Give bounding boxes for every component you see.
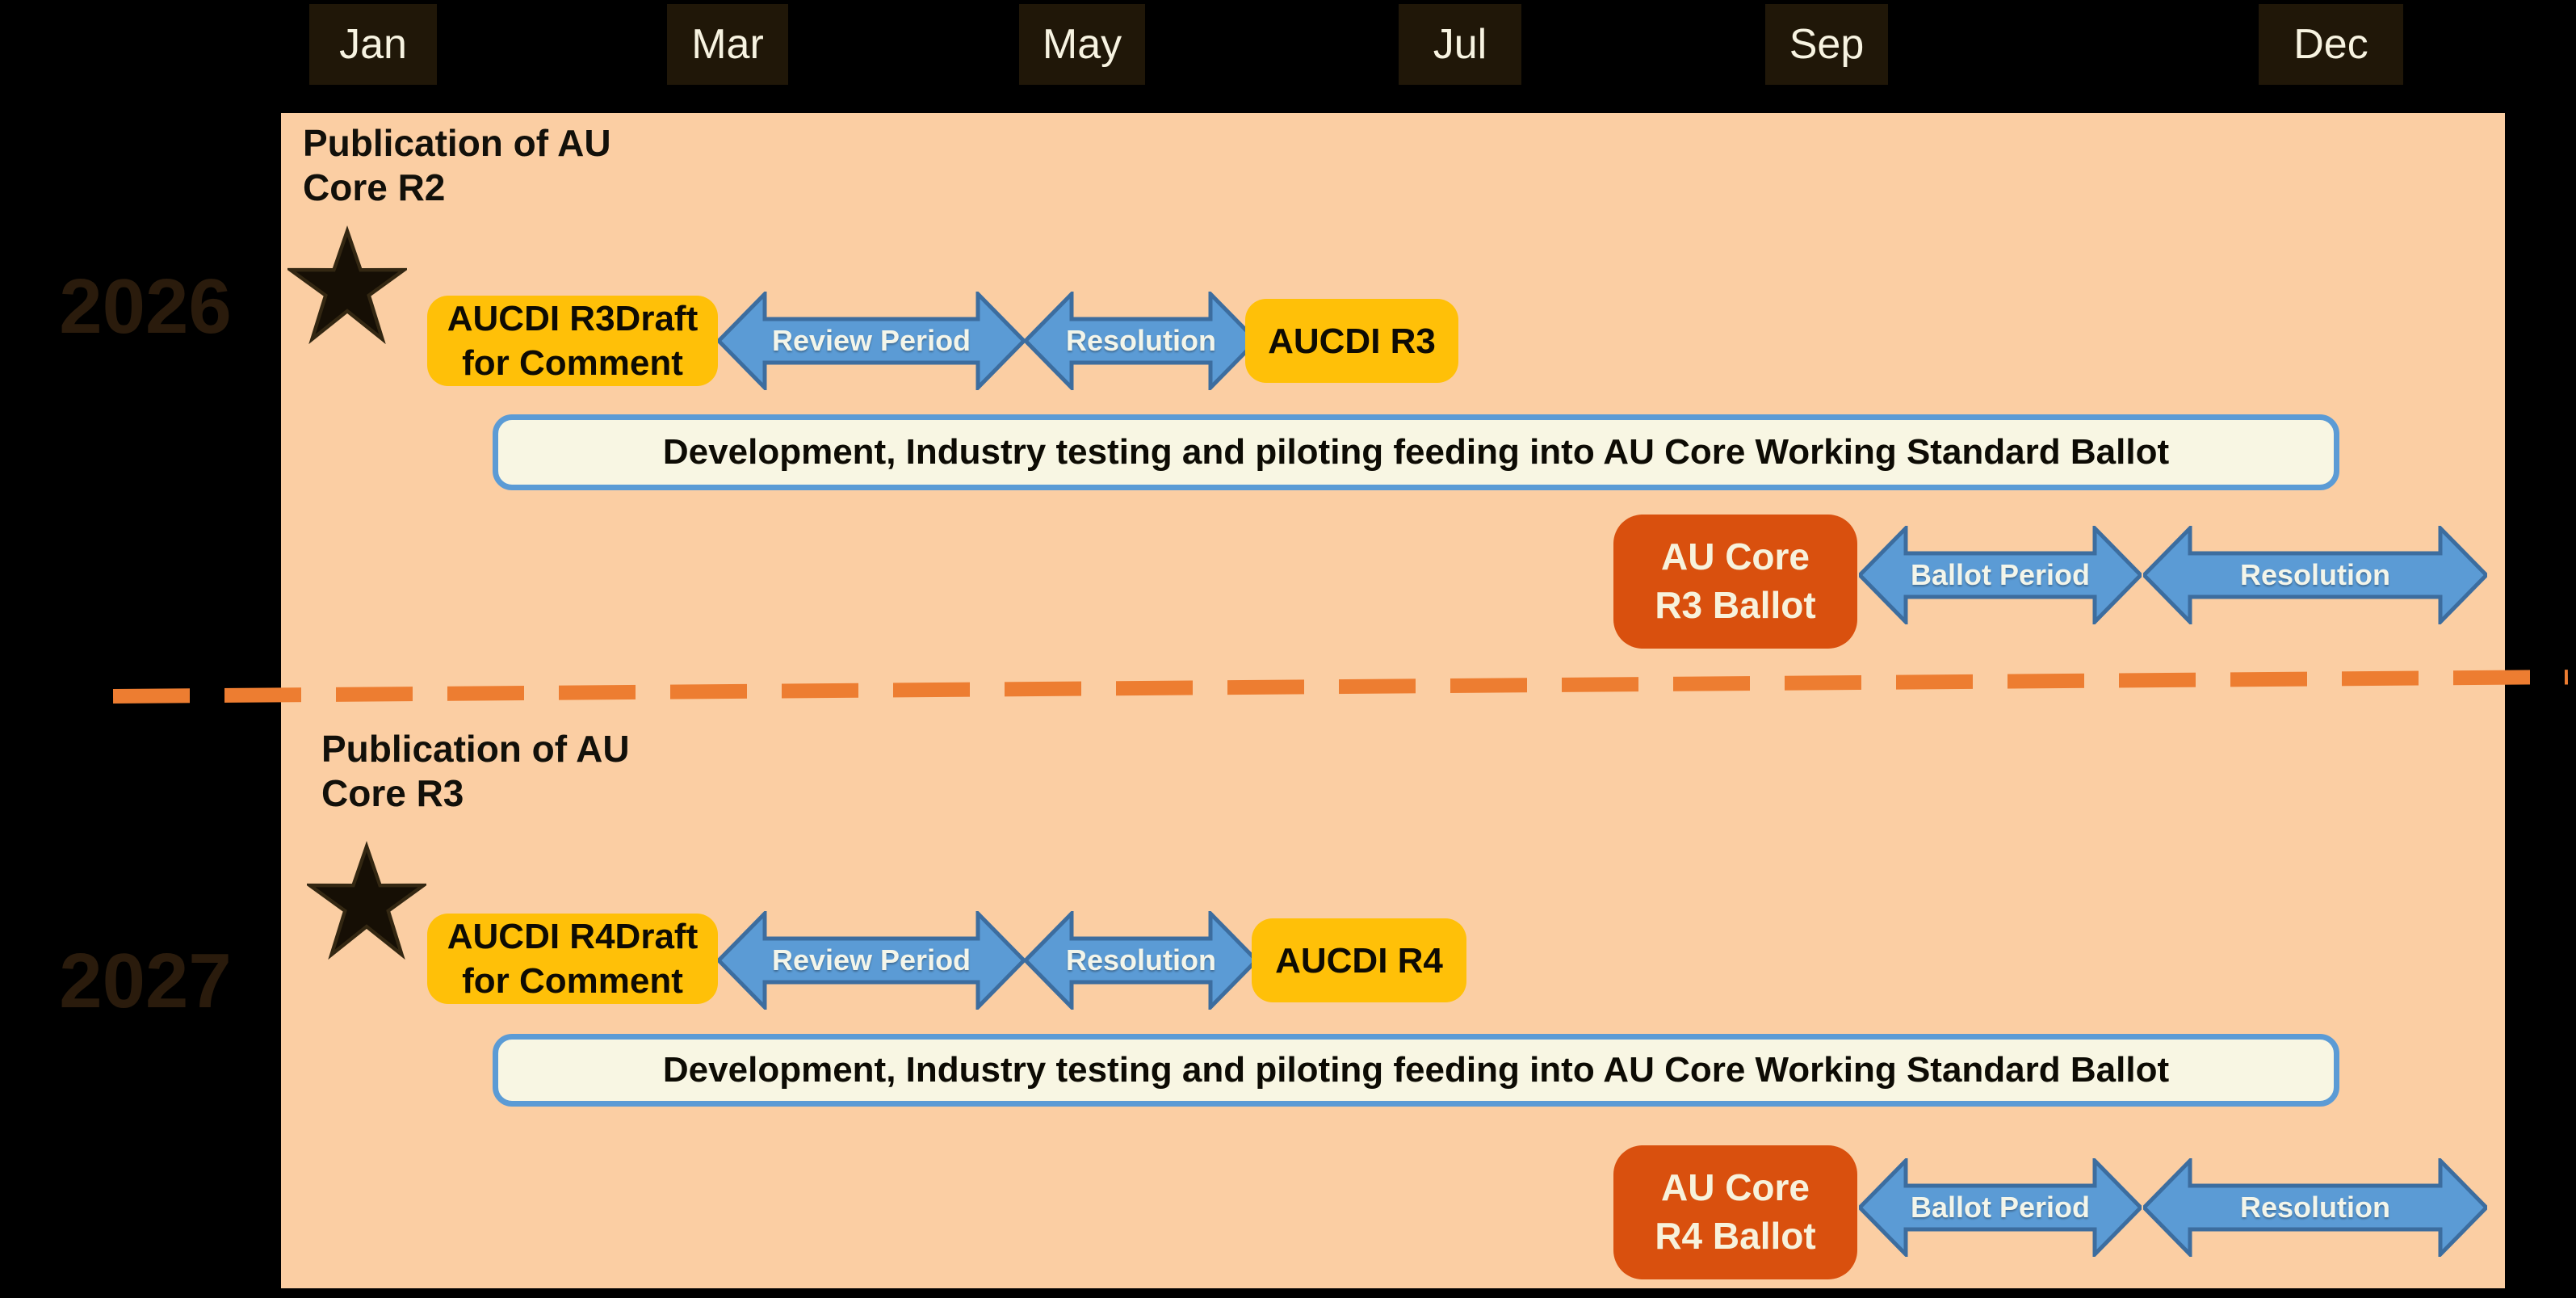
milestone-star-icon (287, 225, 407, 345)
draft-box-line1: AUCDI R3Draft (447, 299, 699, 338)
aucdi-r3-draft-box: AUCDI R3Draft for Comment (427, 296, 718, 386)
year-label-2027: 2027 (59, 938, 232, 1024)
ballot-box-line2: R4 Ballot (1655, 1215, 1816, 1257)
month-label-may: May (1019, 4, 1145, 85)
draft-box-line2: for Comment (462, 343, 683, 383)
double-arrow-icon (1859, 1158, 2142, 1257)
review-period-arrow-2027: Review Period (718, 911, 1025, 1010)
release-box-label: AUCDI R3 (1268, 321, 1436, 361)
arrow-label: Resolution (2240, 558, 2390, 591)
development-bar-2027: Development, Industry testing and piloti… (493, 1034, 2339, 1107)
aucdi-r4-box: AUCDI R4 (1252, 918, 1466, 1002)
publication-line1: Publication of AU (303, 122, 611, 164)
arrow-label: Resolution (1066, 324, 1216, 357)
aucdi-r4-draft-box: AUCDI R4Draft for Comment (427, 914, 718, 1004)
publication-milestone-2027: Publication of AU Core R3 (321, 727, 693, 816)
month-text: Dec (2293, 21, 2368, 68)
au-core-r4-ballot-box: AU Core R4 Ballot (1613, 1145, 1857, 1279)
arrow-label: Resolution (2240, 1191, 2390, 1224)
month-label-jul: Jul (1399, 4, 1521, 85)
resolution-arrow-2027: Resolution (1025, 911, 1257, 1010)
double-arrow-icon (2143, 1158, 2487, 1257)
release-box-label: AUCDI R4 (1275, 940, 1443, 981)
arrow-label: Ballot Period (1910, 1191, 2091, 1224)
month-label-mar: Mar (667, 4, 788, 85)
publication-line2: Core R2 (303, 166, 446, 209)
aucdi-r3-box: AUCDI R3 (1245, 299, 1458, 383)
double-arrow-icon (2143, 526, 2487, 624)
month-text: Jul (1433, 21, 1487, 68)
arrow-label: Review Period (771, 943, 971, 977)
month-label-dec: Dec (2259, 4, 2403, 85)
ballot-resolution-arrow-2027: Resolution (2143, 1158, 2487, 1257)
publication-line1: Publication of AU (321, 728, 630, 770)
publication-line2: Core R3 (321, 772, 464, 815)
double-arrow-icon (718, 911, 1025, 1010)
draft-box-line1: AUCDI R4Draft (447, 917, 699, 956)
double-arrow-icon (1859, 526, 2142, 624)
development-bar-label: Development, Industry testing and piloti… (662, 432, 2170, 472)
milestone-star-icon (307, 841, 426, 960)
month-text: Sep (1789, 21, 1865, 68)
arrow-label: Resolution (1066, 943, 1216, 977)
arrow-label: Review Period (771, 324, 971, 357)
ballot-box-line2: R3 Ballot (1655, 584, 1816, 626)
au-core-r3-ballot-box: AU Core R3 Ballot (1613, 515, 1857, 649)
ballot-period-arrow-2026: Ballot Period (1859, 526, 2142, 624)
development-bar-label: Development, Industry testing and piloti… (662, 1050, 2170, 1090)
ballot-box-line1: AU Core (1660, 1166, 1810, 1209)
resolution-arrow-2026: Resolution (1025, 292, 1257, 390)
arrow-label: Ballot Period (1910, 558, 2091, 591)
month-label-sep: Sep (1765, 4, 1888, 85)
ballot-box-line1: AU Core (1660, 536, 1810, 578)
month-text: Jan (339, 21, 407, 68)
month-text: Mar (691, 21, 764, 68)
timeline-panel (281, 113, 2505, 1288)
year-label-2026: 2026 (59, 263, 232, 350)
month-label-jan: Jan (309, 4, 437, 85)
ballot-period-arrow-2027: Ballot Period (1859, 1158, 2142, 1257)
review-period-arrow-2026: Review Period (718, 292, 1025, 390)
ballot-resolution-arrow-2026: Resolution (2143, 526, 2487, 624)
double-arrow-icon (718, 292, 1025, 390)
month-text: May (1042, 21, 1122, 68)
publication-milestone-2026: Publication of AU Core R2 (303, 121, 674, 210)
draft-box-line2: for Comment (462, 961, 683, 1001)
development-bar-2026: Development, Industry testing and piloti… (493, 414, 2339, 490)
